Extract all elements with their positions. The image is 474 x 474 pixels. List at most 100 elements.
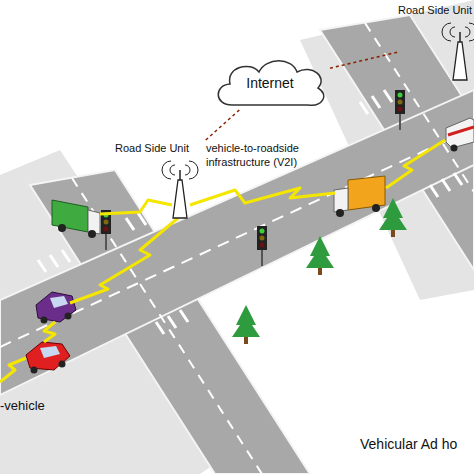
purple-car bbox=[50, 296, 68, 308]
traffic-light bbox=[398, 100, 403, 105]
traffic-light bbox=[101, 90, 405, 266]
zebra-crossing bbox=[430, 185, 438, 197]
red-car bbox=[26, 342, 70, 374]
traffic-light bbox=[260, 243, 265, 248]
link-label: vehicle-to-roadside infrastructure (V2I) bbox=[206, 141, 306, 169]
signal-arc bbox=[185, 165, 190, 175]
zebra-crossing bbox=[138, 213, 146, 225]
caption-text: -vehicle bbox=[0, 398, 80, 414]
traffic-light bbox=[104, 227, 109, 232]
wireless-link bbox=[44, 322, 55, 342]
zebra-crossing bbox=[38, 260, 46, 272]
traffic-light bbox=[399, 112, 401, 130]
roadside-unit: Road Side Unit bbox=[115, 142, 205, 220]
red-car bbox=[31, 367, 38, 374]
signal-arc bbox=[189, 161, 198, 179]
zebra-crossing bbox=[454, 173, 462, 185]
network-link bbox=[204, 110, 240, 142]
zebra-crossing bbox=[250, 278, 258, 290]
antenna-tower bbox=[173, 180, 187, 218]
lane-marking bbox=[72, 178, 262, 474]
antenna-mast bbox=[459, 32, 461, 42]
network-link bbox=[330, 52, 398, 68]
traffic-light bbox=[257, 226, 267, 250]
wireless-link bbox=[0, 358, 26, 382]
orange-truck bbox=[348, 176, 385, 210]
red-car bbox=[26, 342, 70, 370]
purple-car bbox=[41, 317, 48, 324]
wireless-link bbox=[70, 218, 178, 303]
traffic-light bbox=[395, 90, 405, 114]
zebra-crossing bbox=[372, 96, 380, 108]
signal-arc bbox=[170, 165, 175, 175]
road bbox=[0, 90, 474, 395]
zebra-crossing bbox=[168, 316, 176, 328]
zebra-crossing bbox=[180, 310, 188, 322]
zebra-crossing bbox=[150, 208, 158, 220]
white-car bbox=[446, 118, 474, 152]
zebra-crossing bbox=[442, 179, 450, 191]
red-car bbox=[40, 346, 60, 358]
zebra-crossing bbox=[126, 218, 134, 230]
purple-car bbox=[36, 292, 76, 324]
traffic-light bbox=[105, 232, 107, 250]
green-truck bbox=[88, 210, 100, 234]
tree bbox=[232, 305, 260, 337]
green-truck bbox=[88, 230, 96, 238]
orange-truck bbox=[372, 204, 380, 212]
antenna-tower bbox=[453, 42, 467, 80]
wireless-link bbox=[100, 200, 172, 214]
antenna-mast bbox=[179, 170, 181, 180]
lane-marking bbox=[0, 23, 474, 474]
antenna-tower bbox=[162, 161, 198, 218]
zebra-crossing bbox=[50, 255, 58, 267]
wireless-link bbox=[386, 140, 445, 188]
zebra-crossing bbox=[384, 90, 392, 102]
traffic-light bbox=[104, 220, 109, 225]
zebra-crossing bbox=[38, 90, 462, 334]
green-truck bbox=[58, 224, 66, 232]
white-car bbox=[446, 118, 474, 148]
signal-arc bbox=[442, 23, 451, 41]
traffic-light bbox=[260, 229, 265, 234]
orange-truck bbox=[334, 176, 385, 217]
unit-label: Road Side Unit bbox=[398, 4, 472, 16]
lane-marking bbox=[0, 128, 474, 347]
signal-arc bbox=[465, 27, 470, 37]
traffic-light bbox=[398, 107, 403, 112]
zebra-crossing bbox=[238, 284, 246, 296]
tree bbox=[306, 236, 334, 268]
traffic-light bbox=[398, 93, 403, 98]
green-truck bbox=[52, 200, 88, 232]
signal-arc bbox=[469, 23, 474, 41]
signal-arc bbox=[450, 27, 455, 37]
cloud-label: Internet bbox=[210, 75, 330, 91]
green-truck bbox=[52, 200, 100, 238]
road bbox=[0, 15, 474, 474]
traffic-light bbox=[261, 248, 263, 266]
white-car bbox=[451, 145, 458, 152]
zebra-crossing bbox=[62, 250, 70, 262]
red-car bbox=[59, 361, 66, 368]
caption-text: Vehicular Ad ho bbox=[360, 436, 474, 453]
zebra-crossing bbox=[262, 272, 270, 284]
antenna-tower bbox=[442, 23, 474, 80]
tree bbox=[232, 198, 407, 344]
traffic-light bbox=[260, 236, 265, 241]
zebra-crossing bbox=[156, 322, 164, 334]
purple-car bbox=[65, 313, 72, 320]
white-car bbox=[448, 127, 474, 135]
internet-cloud: Internet bbox=[210, 55, 330, 110]
unit-label: Road Side Unit bbox=[115, 142, 189, 154]
signal-arc bbox=[162, 161, 171, 179]
orange-truck bbox=[334, 188, 348, 212]
lane-marking bbox=[365, 23, 474, 192]
zebra-crossing bbox=[360, 102, 368, 114]
orange-truck bbox=[336, 209, 344, 217]
wireless-link bbox=[190, 188, 335, 205]
roadside-unit: Road Side Unit bbox=[398, 4, 474, 82]
wireless-link bbox=[0, 140, 445, 382]
